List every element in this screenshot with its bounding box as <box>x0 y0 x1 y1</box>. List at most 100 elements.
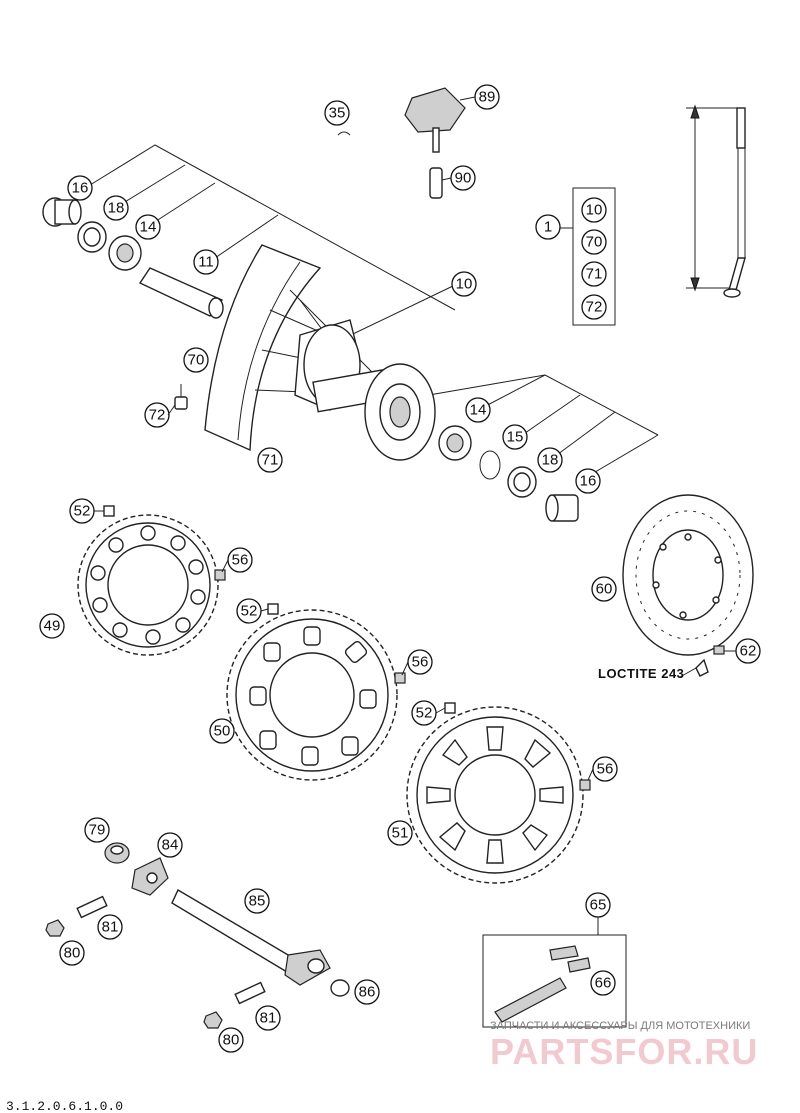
callout-56a: 56 <box>227 547 253 573</box>
svg-text:10: 10 <box>586 202 603 219</box>
callout-51: 51 <box>387 820 413 846</box>
watermark-logo-text: PARTSFOR.RU <box>490 1031 758 1072</box>
callout-80a: 80 <box>59 940 85 966</box>
callout-79: 79 <box>84 817 110 843</box>
callout-72b: 72 <box>581 294 607 320</box>
svg-text:72: 72 <box>586 299 603 316</box>
svg-text:80: 80 <box>64 945 81 962</box>
callout-70a: 70 <box>183 347 209 373</box>
svg-text:1: 1 <box>544 219 552 236</box>
brake-disc <box>622 494 754 656</box>
callout-52c: 52 <box>411 700 437 726</box>
svg-text:52: 52 <box>241 603 258 620</box>
svg-text:14: 14 <box>470 402 487 419</box>
svg-text:84: 84 <box>162 837 179 854</box>
svg-text:35: 35 <box>329 105 346 122</box>
svg-text:15: 15 <box>507 429 524 446</box>
callout-84: 84 <box>157 832 183 858</box>
callout-10b: 10 <box>581 197 607 223</box>
svg-text:90: 90 <box>455 170 472 187</box>
chain-kit-box <box>482 916 627 1028</box>
svg-text:71: 71 <box>586 266 603 283</box>
svg-text:14: 14 <box>140 219 157 236</box>
kit-box <box>560 187 616 326</box>
callout-71a: 71 <box>257 447 283 473</box>
callout-89: 89 <box>474 84 500 110</box>
svg-text:51: 51 <box>392 825 409 842</box>
svg-text:70: 70 <box>188 352 205 369</box>
callout-52b: 52 <box>236 598 262 624</box>
svg-text:89: 89 <box>479 89 496 106</box>
callout-49: 49 <box>39 613 65 639</box>
sprocket-50 <box>226 609 398 781</box>
callout-71b: 71 <box>581 261 607 287</box>
svg-text:71: 71 <box>262 452 279 469</box>
svg-text:72: 72 <box>149 407 166 424</box>
svg-text:52: 52 <box>416 705 433 722</box>
callout-56b: 56 <box>407 649 433 675</box>
callout-60: 60 <box>591 576 617 602</box>
loctite-label: LOCTITE 243 <box>598 666 684 681</box>
svg-text:50: 50 <box>214 723 231 740</box>
watermark-small-text: ЗАПЧАСТИ И АКСЕССУАРЫ ДЛЯ МОТОТЕХНИКИ <box>490 1020 750 1032</box>
callout-10a: 10 <box>451 271 477 297</box>
drawing-code: 3.1.2.0.6.1.0.0 <box>6 1099 123 1113</box>
callout-72a: 72 <box>144 402 170 428</box>
callout-50: 50 <box>209 718 235 744</box>
svg-text:60: 60 <box>596 581 613 598</box>
left-hub-parts <box>42 197 224 319</box>
spoke-dimension-drawing <box>686 104 746 298</box>
sprocket-49 <box>77 514 219 656</box>
rear-wheel-assembly <box>204 244 436 461</box>
callout-62: 62 <box>735 638 761 664</box>
sprocket-51 <box>406 706 584 884</box>
callout-81b: 81 <box>255 1005 281 1031</box>
svg-text:18: 18 <box>108 200 125 217</box>
callout-18b: 18 <box>537 447 563 473</box>
svg-text:18: 18 <box>542 452 559 469</box>
svg-text:81: 81 <box>102 919 119 936</box>
svg-text:49: 49 <box>44 618 61 635</box>
callout-81a: 81 <box>97 914 123 940</box>
svg-text:80: 80 <box>223 1032 240 1049</box>
callout-86: 86 <box>354 979 380 1005</box>
axle-parts <box>45 842 350 1029</box>
svg-text:65: 65 <box>590 897 607 914</box>
callout-70b: 70 <box>581 229 607 255</box>
svg-text:79: 79 <box>89 822 106 839</box>
sprocket-fasteners <box>103 505 591 791</box>
callout-80b: 80 <box>218 1027 244 1053</box>
svg-text:56: 56 <box>597 761 614 778</box>
callout-56c: 56 <box>592 756 618 782</box>
right-hub-parts <box>438 425 579 522</box>
svg-text:85: 85 <box>249 893 266 910</box>
callout-15: 15 <box>502 424 528 450</box>
svg-text:52: 52 <box>74 503 91 520</box>
svg-text:62: 62 <box>740 643 757 660</box>
callout-leader-lines <box>94 96 736 781</box>
svg-text:16: 16 <box>72 180 89 197</box>
svg-text:11: 11 <box>198 254 214 271</box>
svg-text:86: 86 <box>359 984 376 1001</box>
callout-16a: 16 <box>67 175 93 201</box>
svg-text:81: 81 <box>260 1010 277 1027</box>
svg-text:66: 66 <box>595 975 612 992</box>
callout-85: 85 <box>244 888 270 914</box>
callout-11: 11 <box>193 249 219 275</box>
callout-90: 90 <box>450 165 476 191</box>
callout-16b: 16 <box>575 468 601 494</box>
callout-14a: 14 <box>135 214 161 240</box>
callout-65: 65 <box>585 892 611 918</box>
rim-lock-parts <box>174 87 466 410</box>
callout-18a: 18 <box>103 195 129 221</box>
svg-text:56: 56 <box>232 552 249 569</box>
callout-66: 66 <box>590 970 616 996</box>
svg-text:70: 70 <box>586 234 603 251</box>
callout-14b: 14 <box>465 397 491 423</box>
disc-bolt <box>679 645 725 678</box>
callout-52a: 52 <box>69 498 95 524</box>
svg-text:10: 10 <box>456 276 473 293</box>
svg-text:16: 16 <box>580 473 597 490</box>
callout-1: 1 <box>535 214 561 240</box>
